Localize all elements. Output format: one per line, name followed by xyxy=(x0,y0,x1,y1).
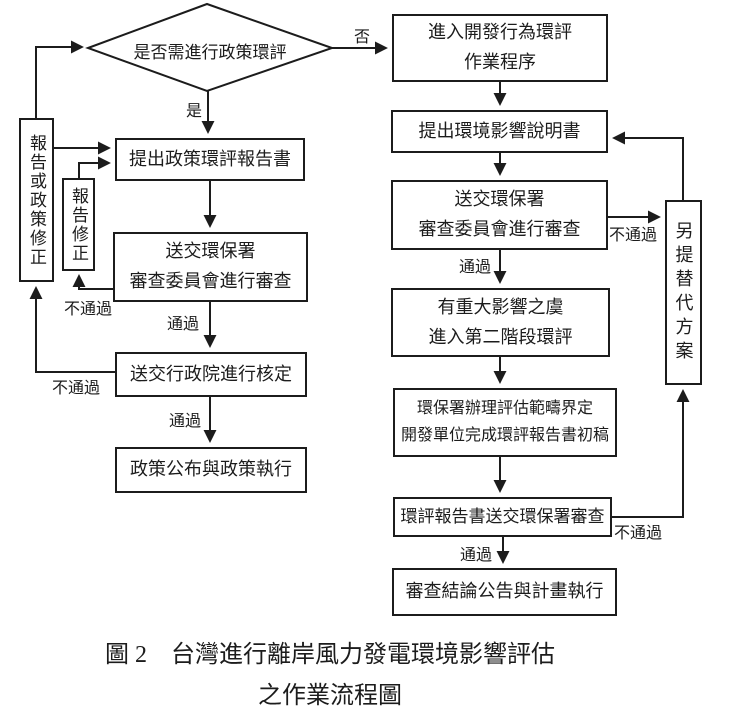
edge-report-revision-to-report xyxy=(78,156,111,178)
eia-review-line1: 送交環保署 xyxy=(454,189,545,210)
policy-publish-box: 政策公布與政策執行 xyxy=(115,447,307,493)
label-pass-submit: 通過 xyxy=(460,547,493,564)
enter-eia-box: 進入開發行為環評 作業程序 xyxy=(392,14,608,82)
report-revision-box: 報告修正 xyxy=(62,178,95,271)
policy-report-box: 提出政策環評報告書 xyxy=(115,138,305,181)
policy-review-line2: 審查委員會進行審查 xyxy=(129,271,292,291)
second-stage-line1: 有重大影響之虞 xyxy=(437,296,564,317)
edge-revision-to-decision xyxy=(35,40,84,118)
label-fail-policy-review: 不通過 xyxy=(64,301,113,318)
edge-alternative-to-statement xyxy=(612,131,684,200)
figure-caption: 圖 2 台灣進行離岸風力發電環境影響評估 之作業流程圖 xyxy=(0,638,660,714)
eia-review-line2: 審查委員會進行審查 xyxy=(418,219,581,239)
label-fail-submit: 不通過 xyxy=(614,525,663,542)
eia-review-box: 送交環保署 審查委員會進行審查 xyxy=(391,180,608,250)
label-yes: 是 xyxy=(186,103,203,120)
decision-node: 是否需進行政策環評 xyxy=(133,43,287,62)
enter-eia-line2: 作業程序 xyxy=(464,52,536,72)
enter-eia-line1: 進入開發行為環評 xyxy=(428,22,572,43)
policy-review-line1: 送交環保署 xyxy=(165,241,256,262)
label-fail-approval: 不通過 xyxy=(52,380,101,397)
edge-submit-fail xyxy=(612,389,690,518)
executive-approval-box: 送交行政院進行核定 xyxy=(115,352,307,397)
label-pass-eia-review: 通過 xyxy=(459,259,492,276)
edge-review-fail xyxy=(72,274,113,290)
label-fail-eia-review: 不通過 xyxy=(609,227,658,244)
figure-caption-line2: 之作業流程圖 xyxy=(258,682,402,709)
alternative-box: 另提替代方案 xyxy=(665,200,702,385)
impact-statement-box: 提出環境影響說明書 xyxy=(391,110,608,153)
scoping-line2: 開發單位完成環評報告書初稿 xyxy=(400,426,609,444)
label-pass-policy-review: 通過 xyxy=(167,316,200,333)
label-no: 否 xyxy=(354,29,371,46)
conclusion-box: 審查結論公告與計畫執行 xyxy=(392,568,617,616)
report-submit-box: 環評報告書送交環保署審查 xyxy=(393,497,612,537)
scoping-box: 環保署辦理評估範疇界定 開發單位完成環評報告書初稿 xyxy=(393,388,617,457)
scoping-line1: 環保署辦理評估範疇界定 xyxy=(416,400,593,418)
figure-caption-line1: 圖 2 台灣進行離岸風力發電環境影響評估 xyxy=(105,642,555,668)
policy-review-box: 送交環保署 審查委員會進行審查 xyxy=(113,232,308,302)
report-or-policy-revision-box: 報告或政策修正 xyxy=(19,118,54,282)
second-stage-line2: 進入第二階段環評 xyxy=(428,326,573,347)
label-pass-approval: 通過 xyxy=(169,413,202,430)
edge-approval-fail xyxy=(29,286,115,373)
second-stage-box: 有重大影響之虞 進入第二階段環評 xyxy=(391,288,610,357)
